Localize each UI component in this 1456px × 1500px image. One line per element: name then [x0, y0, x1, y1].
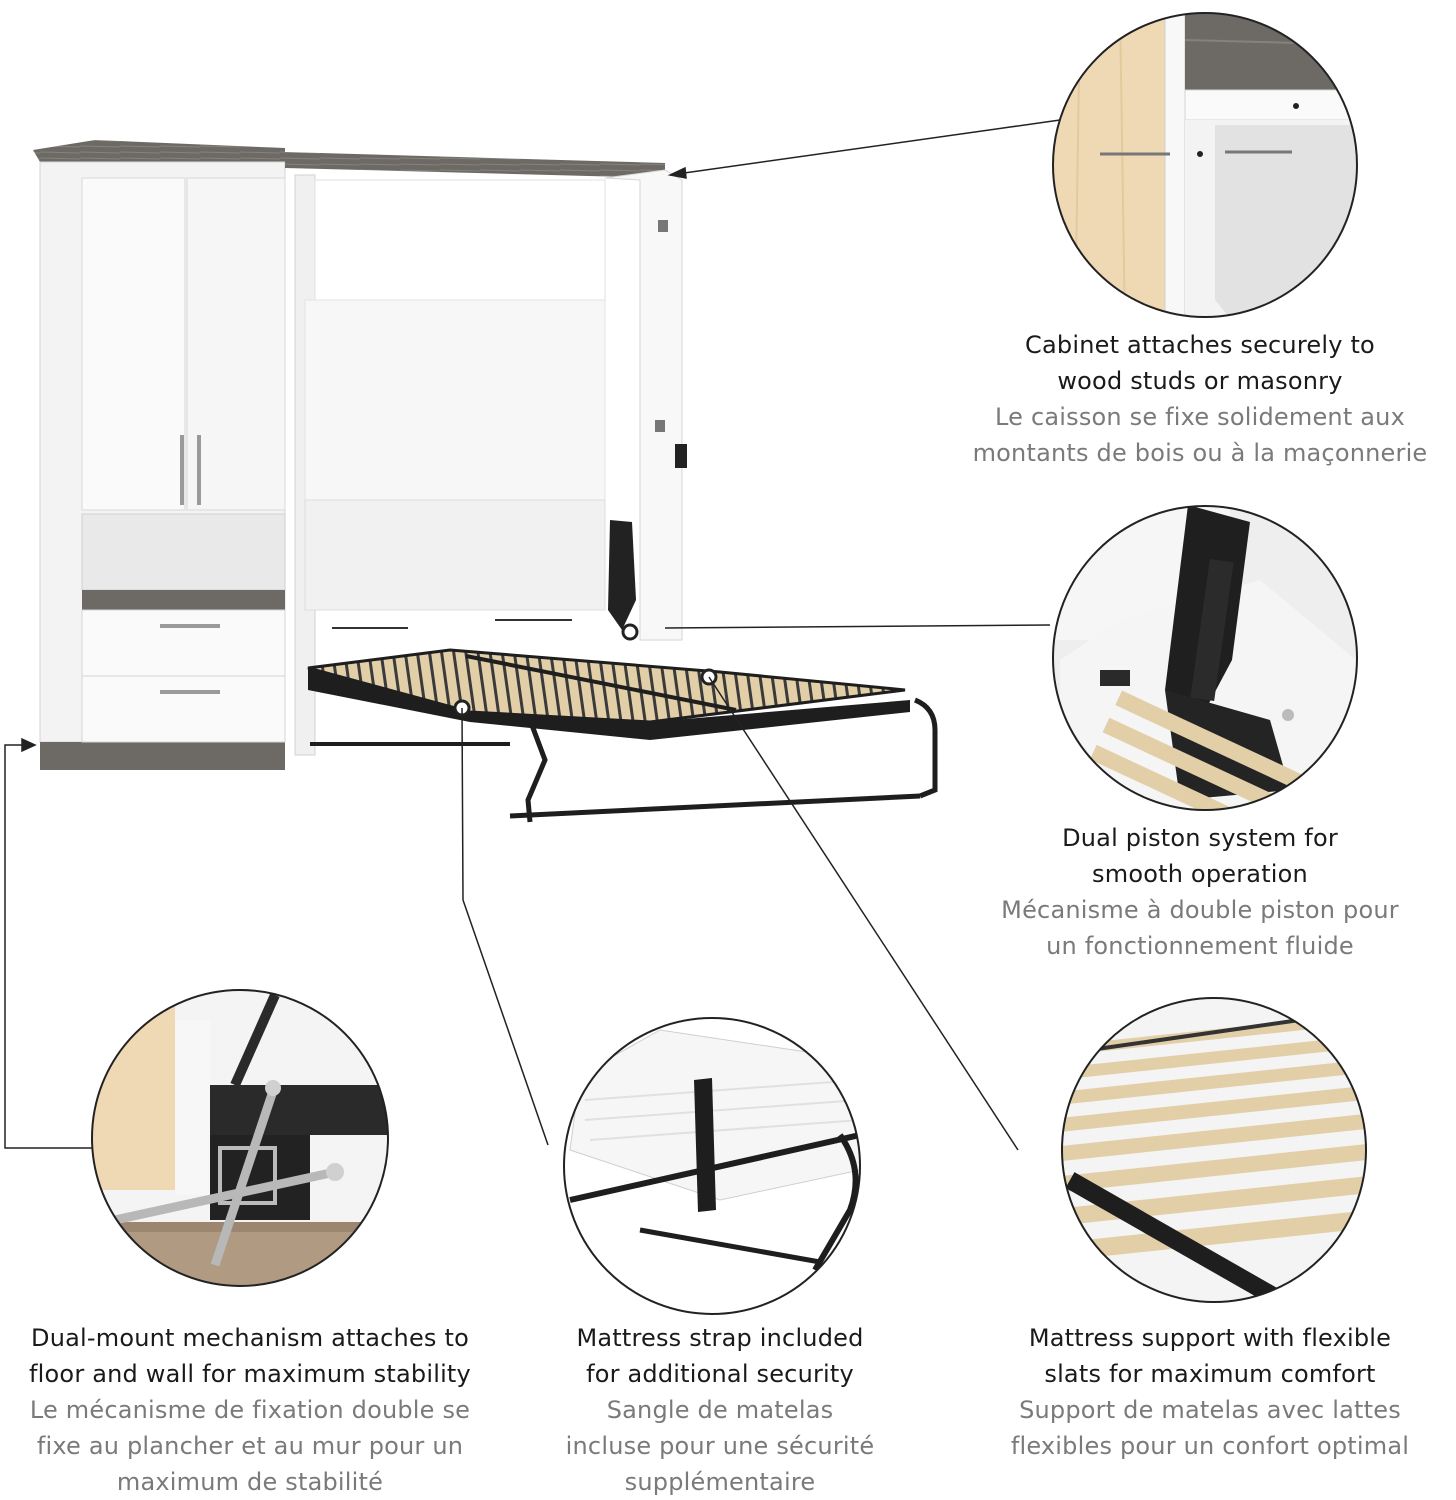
callout-lines [4, 119, 1061, 1151]
bed-platform [307, 648, 938, 823]
caption-en-line: Dual-mount mechanism attaches to [31, 1324, 469, 1352]
detail-flexible-slats [1061, 997, 1367, 1303]
caption-en-line: Mattress support with flexible [1028, 1324, 1392, 1352]
caption-fr-line: Sangle de matelas [606, 1396, 834, 1424]
caption-en-line: Mattress strap included [576, 1324, 864, 1352]
caption-en-line: wood studs or masonry [1057, 367, 1343, 395]
caption-mattress-strap: Mattress strap included for additional s… [520, 1320, 920, 1500]
caption-fr-line: maximum de stabilité [116, 1468, 384, 1496]
caption-fr-line: supplémentaire [624, 1468, 816, 1496]
product-main-view [33, 140, 938, 823]
caption-dual-mount: Dual-mount mechanism attaches to floor a… [0, 1320, 500, 1500]
caption-fr-line: incluse pour une sécurité [565, 1432, 875, 1460]
caption-en-line: floor and wall for maximum stability [29, 1360, 471, 1388]
caption-dual-piston: Dual piston system for smooth operation … [930, 820, 1456, 964]
caption-en-line: Cabinet attaches securely to [1025, 331, 1375, 359]
caption-flexible-slats: Mattress support with flexible slats for… [960, 1320, 1456, 1464]
detail-dual-mount [91, 989, 389, 1287]
bed-cabinet [285, 152, 687, 756]
caption-en-line: slats for maximum comfort [1044, 1360, 1376, 1388]
caption-fr-line: flexibles pour un confort optimal [1010, 1432, 1410, 1460]
caption-en-line: for additional security [586, 1360, 854, 1388]
caption-en-line: Dual piston system for [1062, 824, 1338, 852]
detail-piston [1052, 505, 1358, 811]
caption-fr-line: Le caisson se fixe solidement aux [995, 403, 1405, 431]
caption-fr-line: Mécanisme à double piston pour [1001, 896, 1399, 924]
detail-wall-anchor [1052, 12, 1358, 318]
caption-fr-line: fixe au plancher et au mur pour un [36, 1432, 464, 1460]
caption-en-line: smooth operation [1092, 860, 1308, 888]
caption-fr-line: Le mécanisme de fixation double se [29, 1396, 471, 1424]
caption-fr-line: montants de bois ou à la maçonnerie [972, 439, 1428, 467]
caption-fr-line: Support de matelas avec lattes [1019, 1396, 1401, 1424]
detail-mattress-strap [563, 1017, 861, 1315]
caption-fr-line: un fonctionnement fluide [1046, 932, 1354, 960]
storage-cabinet [33, 140, 286, 770]
caption-cabinet-attach: Cabinet attaches securely to wood studs … [930, 327, 1456, 471]
